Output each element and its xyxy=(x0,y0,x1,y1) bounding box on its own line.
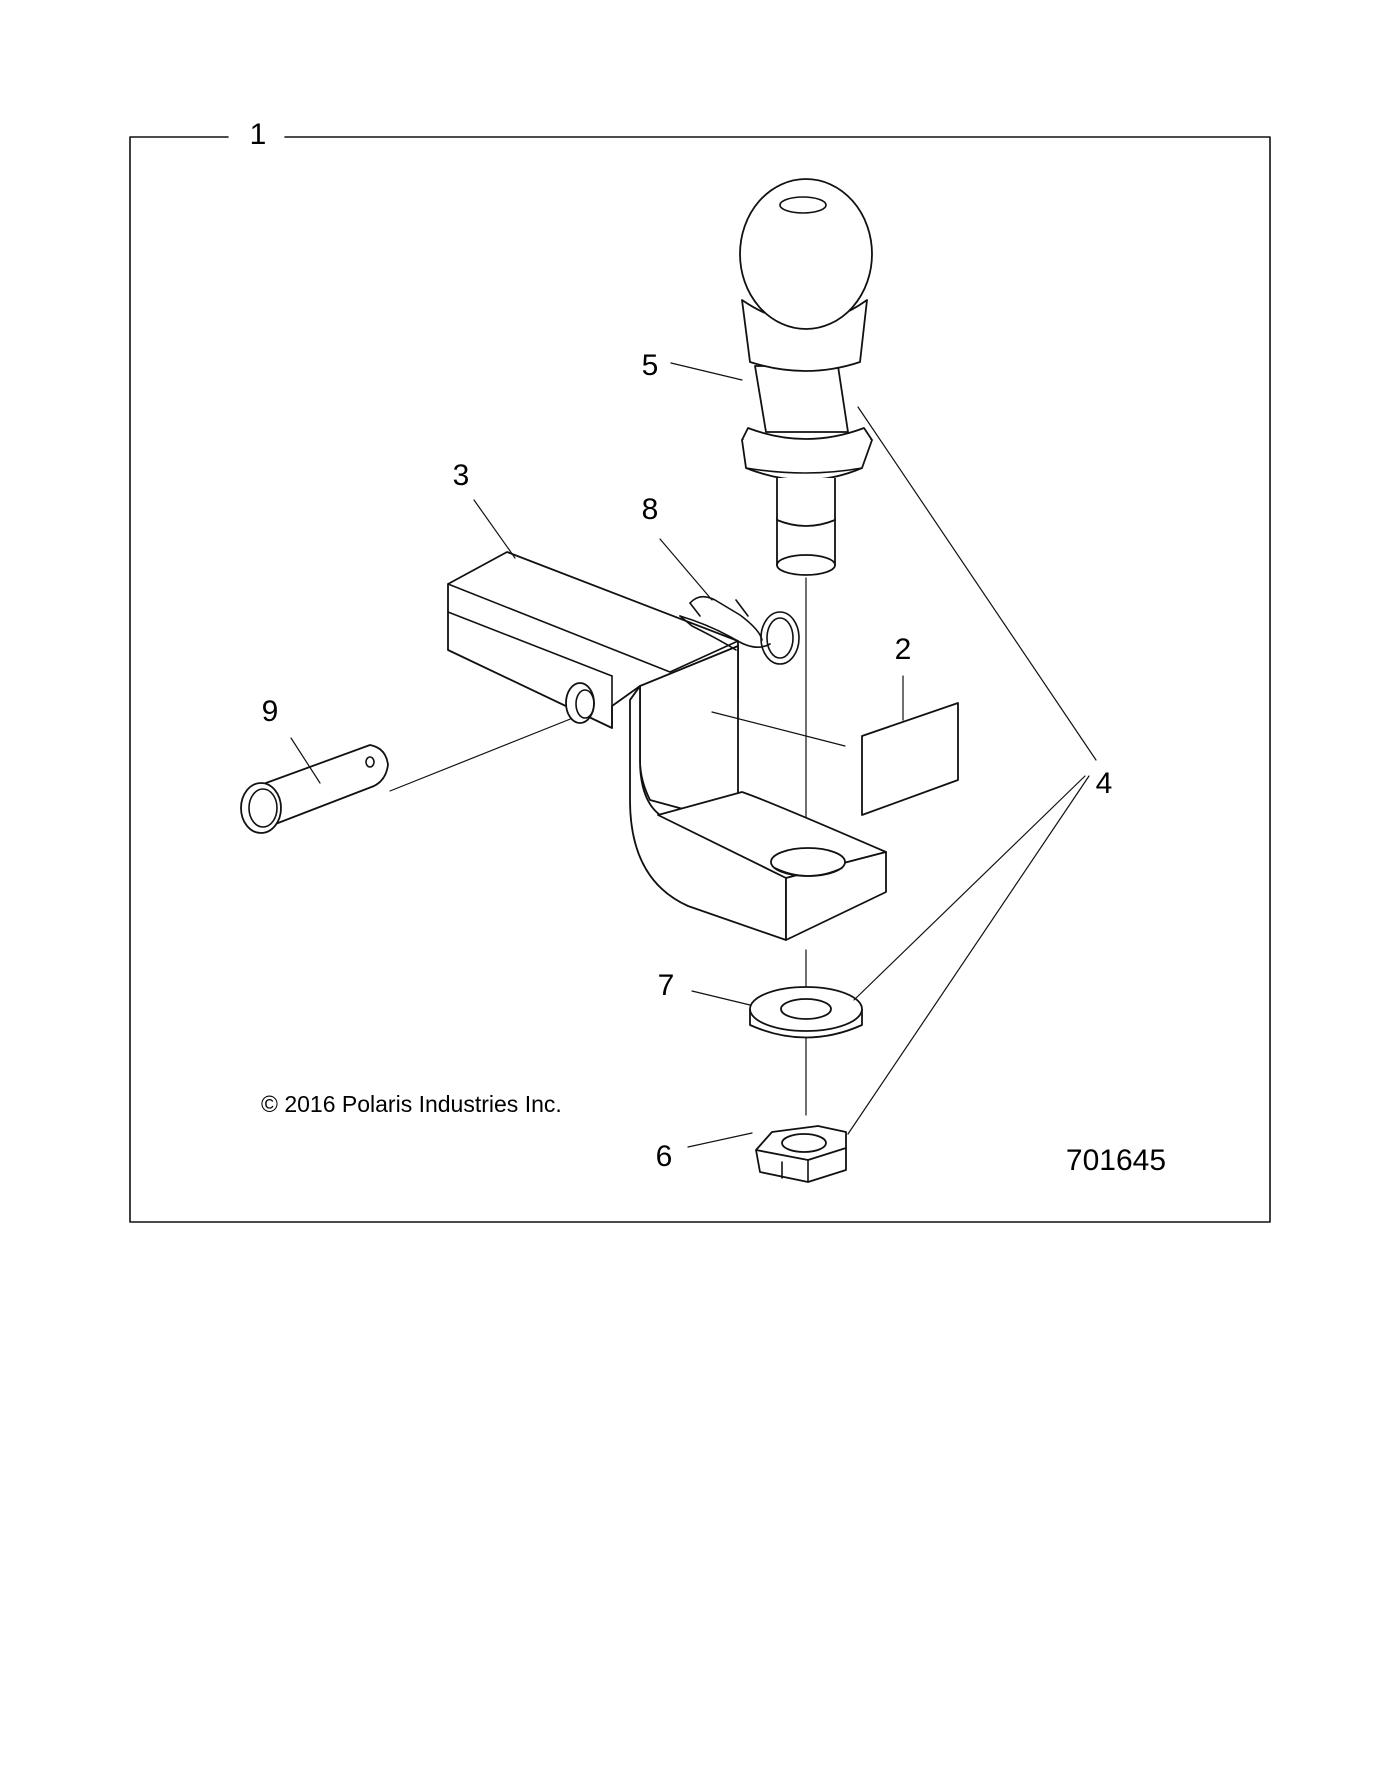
callout-3: 3 xyxy=(453,459,470,492)
decal xyxy=(861,702,959,816)
callout-9: 9 xyxy=(262,695,279,728)
callout-5: 5 xyxy=(642,349,659,382)
figure-number: 701645 xyxy=(1066,1144,1166,1177)
callout-8: 8 xyxy=(642,493,659,526)
frame-label: 1 xyxy=(250,118,267,151)
leader-lines xyxy=(290,362,1097,1148)
assembly-frame: 1 xyxy=(129,118,1271,1223)
hair-pin-clip xyxy=(679,595,800,665)
callout-6: 6 xyxy=(656,1140,673,1173)
washer xyxy=(749,986,863,1039)
callout-2: 2 xyxy=(895,633,912,666)
hex-nut xyxy=(755,1125,847,1183)
hitch-ball xyxy=(739,178,873,576)
copyright-notice: © 2016 Polaris Industries Inc. xyxy=(261,1091,562,1117)
hitch-pin xyxy=(240,744,389,834)
callout-4: 4 xyxy=(1096,767,1113,800)
callout-7: 7 xyxy=(658,969,675,1002)
callout-numbers: 2 3 4 5 6 7 8 9 xyxy=(262,349,1113,1173)
ball-mount xyxy=(447,551,887,941)
